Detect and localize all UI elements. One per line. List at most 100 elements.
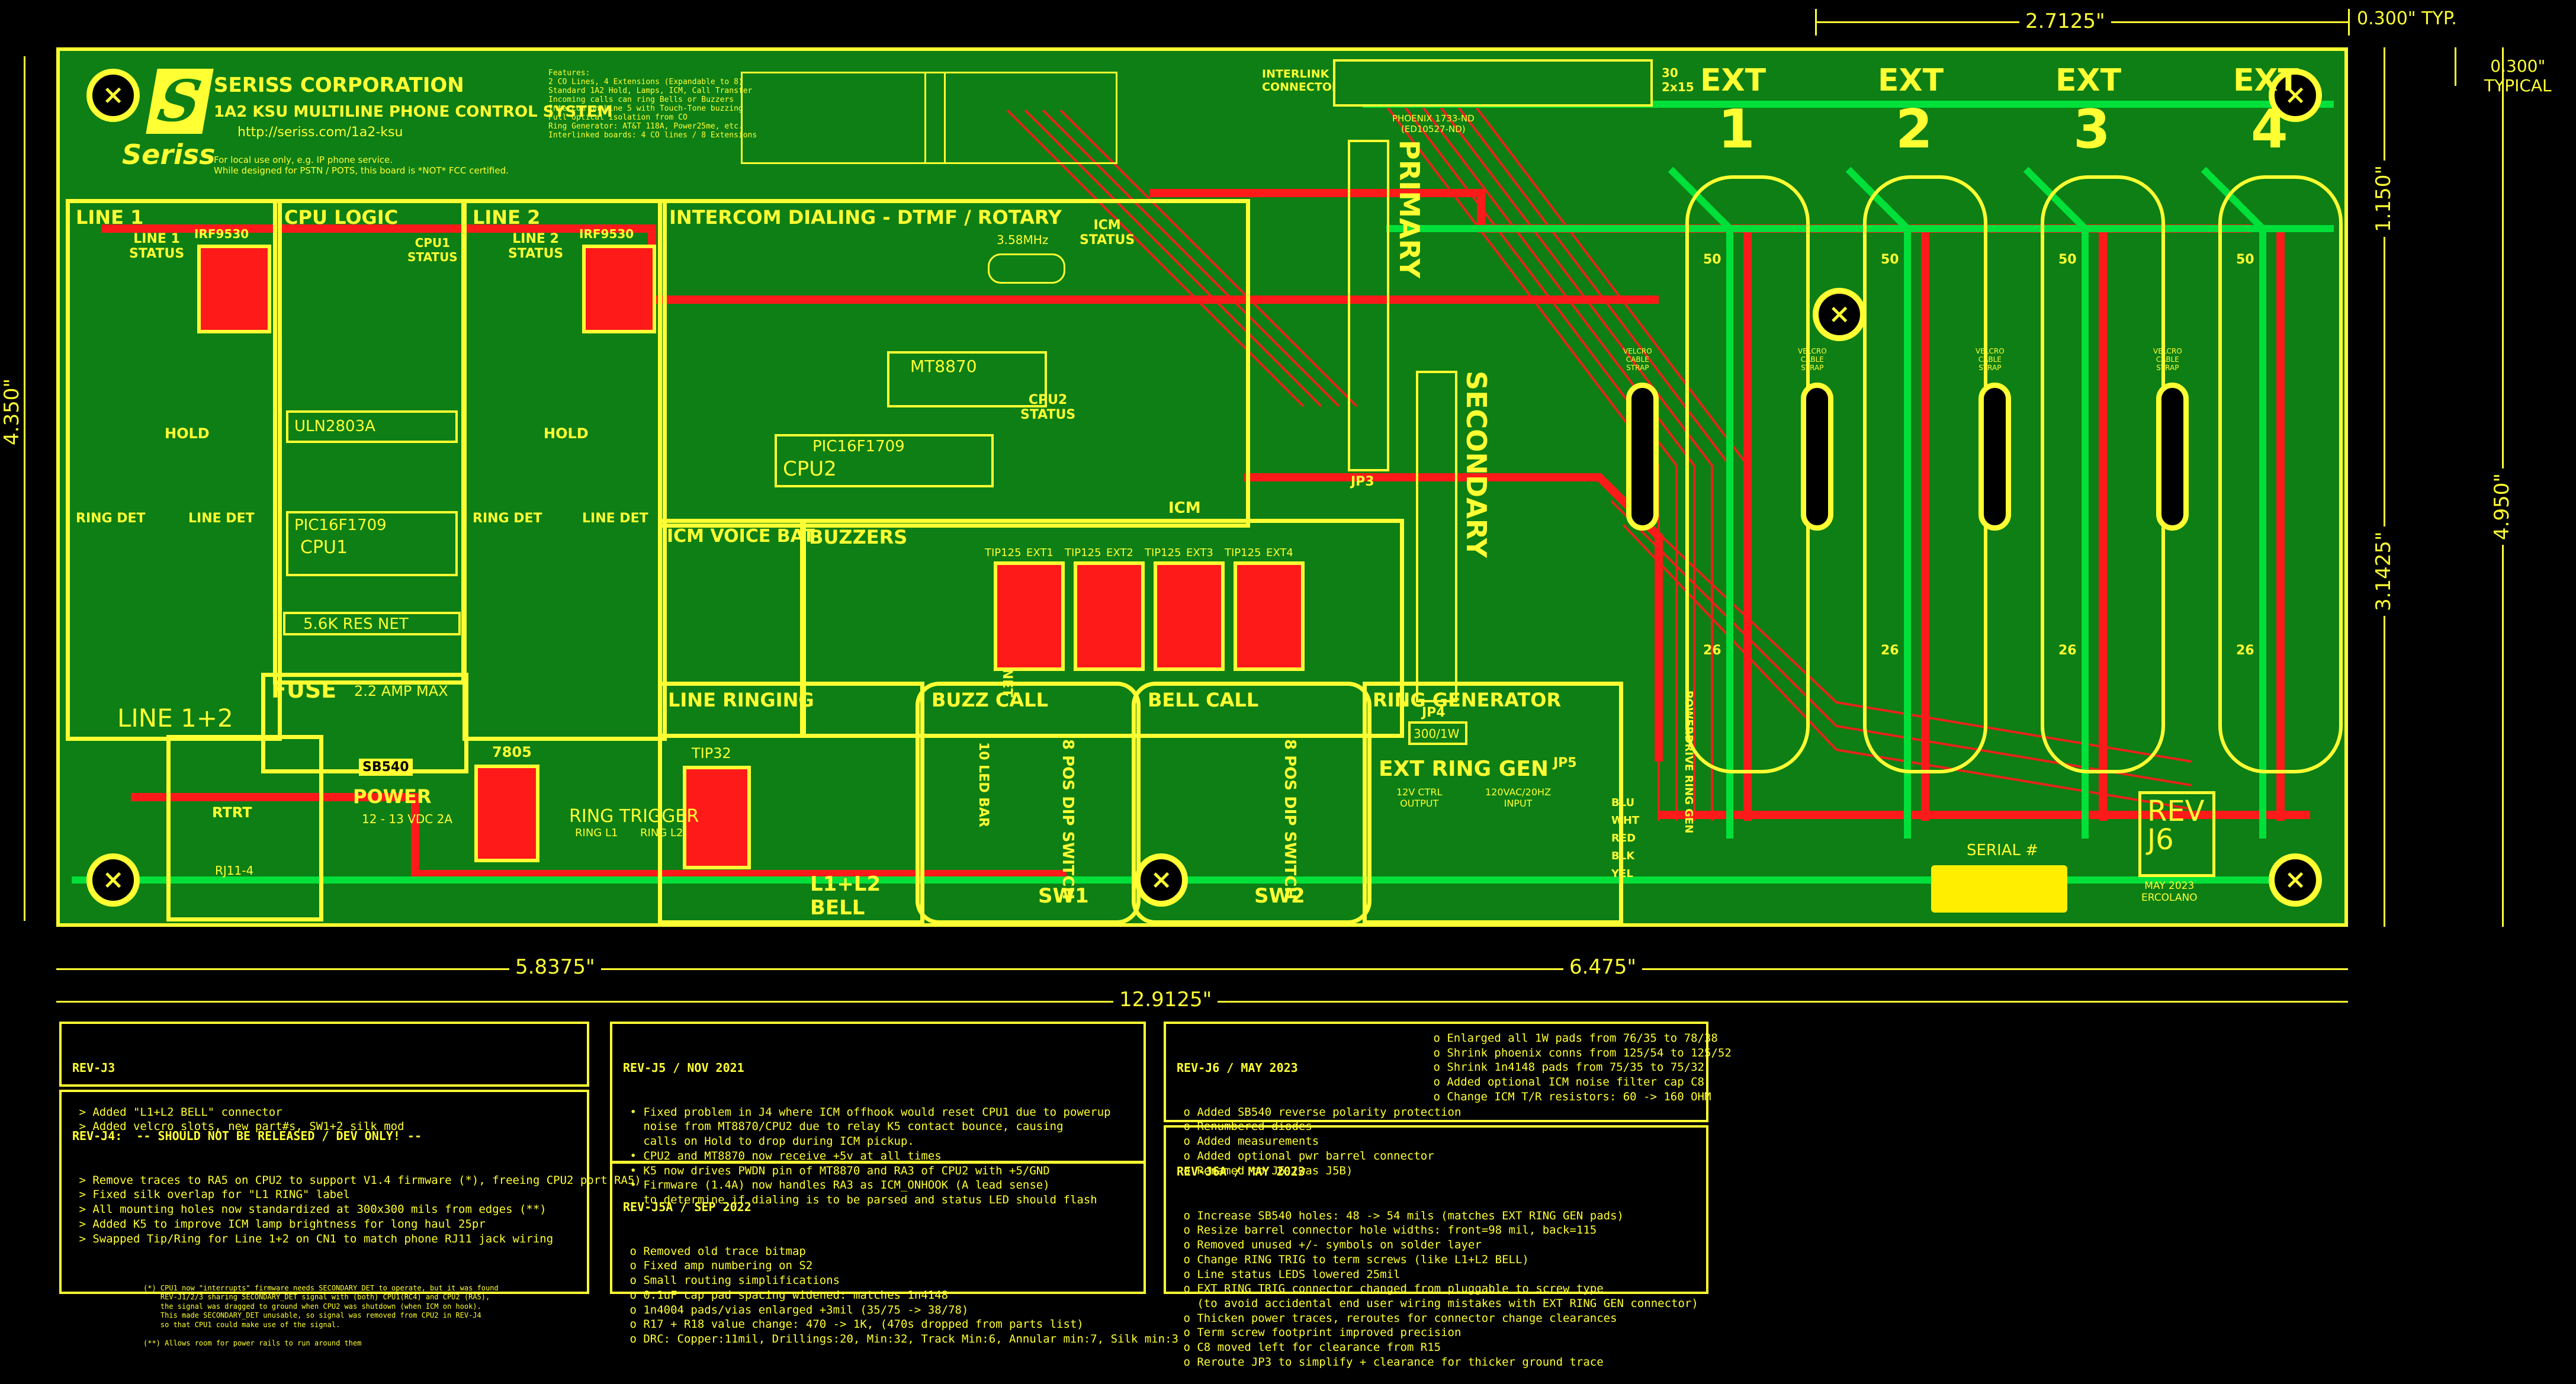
seriss-logo: S	[146, 68, 214, 134]
dip-switch-1-label: 8 POS DIP SWITCH	[1059, 739, 1077, 900]
rev-j6-body-right: o Enlarged all 1W pads from 76/35 to 78/…	[1433, 1032, 1732, 1103]
rev-j6a-note: REV-J6A / MAY 2023 o Increase SB540 hole…	[1164, 1125, 1708, 1369]
ring-l1-label: RING L1	[575, 827, 618, 839]
primary-label: PRIMARY	[1393, 140, 1425, 278]
tip125-4-label: TIP125	[1225, 547, 1261, 559]
line2-hold-label: HOLD	[544, 425, 589, 442]
line2-title: LINE 2	[473, 206, 541, 229]
rev-j6-body: o Added SB540 reverse polarity protectio…	[1183, 1105, 1462, 1177]
mounting-hole-mid-right	[1813, 288, 1866, 341]
rev-label: REV J6	[2147, 795, 2205, 856]
rev-j6-note: REV-J6 / MAY 2023 o Added SB540 reverse …	[1164, 1022, 1732, 1177]
ext1-pin26: 26	[1703, 643, 1721, 658]
rev-j6-title: REV-J6 / MAY 2023	[1177, 1061, 1298, 1075]
rev-j5-body: • Fixed problem in J4 where ICM offhook …	[629, 1105, 1111, 1206]
res-net-5k6: 5.6K RES NET	[283, 612, 461, 635]
line2-line-det-label: LINE DET	[582, 511, 648, 526]
powerdrive-label: POWERDRIVE RING GEN	[1682, 691, 1695, 834]
tip125-transistor-1	[994, 561, 1065, 671]
tip125-transistor-2	[1074, 561, 1145, 671]
dim-top-tick-left	[1815, 9, 1817, 36]
tip125-2-label: TIP125	[1065, 547, 1101, 559]
sw2-label: SW2	[1254, 884, 1305, 908]
uln2803a-label: ULN2803A	[294, 418, 375, 435]
line1-title: LINE 1	[76, 206, 144, 229]
cpu2-pin-table	[924, 72, 1117, 164]
dim-bottom-right-line	[1146, 968, 2348, 970]
jp5-wire-colors: BLU WHT RED BLK YEL	[1611, 794, 1639, 883]
power-spec: 12 - 13 VDC 2A	[362, 812, 452, 826]
icm-voice-bat-title: ICM VOICE BAT	[667, 526, 815, 547]
jp5-label: JP5	[1553, 756, 1577, 770]
line-ringing-section: LINE RINGING TIP32 L1+L2 BELL	[658, 682, 924, 923]
dim-right-31425: 3.1425"	[2372, 526, 2395, 616]
rev-j3-note: REV-J3 > Added "L1+L2 BELL" connector > …	[59, 1022, 589, 1133]
pic2-label: PIC16F1709	[812, 438, 905, 455]
tip125-1-label: TIP125	[985, 547, 1022, 559]
serial-number-block	[1931, 865, 2067, 913]
rev-date: MAY 2023 ERCOLANO	[2141, 880, 2198, 904]
irf9530-1	[197, 245, 271, 333]
company-name: SERISS CORPORATION	[214, 73, 464, 97]
cpu1-pin-table	[741, 72, 946, 164]
ext3-pin50: 50	[2058, 252, 2077, 267]
interlink-connector	[1333, 59, 1653, 107]
rev-j6a-body: o Increase SB540 holes: 48 -> 54 mils (m…	[1183, 1209, 1698, 1369]
dim-typical-line	[2455, 47, 2456, 86]
velcro-slot-2	[1801, 383, 1833, 531]
line2-status-label: LINE 2 STATUS	[508, 232, 564, 261]
ext2-pin50: 50	[1881, 252, 1899, 267]
pic1-label: PIC16F1709	[294, 516, 387, 534]
wire-blu: BLU	[1611, 797, 1635, 809]
ext-outputs-label: 12V CTRL OUTPUT	[1396, 786, 1443, 809]
tip32-label: TIP32	[692, 745, 731, 762]
dim-total: 12.9125"	[1113, 988, 1218, 1011]
buzzers-title: BUZZERS	[809, 526, 908, 548]
ring-trigger-title: RING TRIGGER	[569, 806, 699, 827]
interlink-part: PHOENIX 1733-ND (ED10527-ND)	[1392, 113, 1475, 134]
line1-ring-det-label: RING DET	[76, 511, 146, 526]
rev-j3-body: > Added "L1+L2 BELL" connector > Added v…	[79, 1105, 404, 1133]
features-list: Features: 2 CO Lines, 4 Extensions (Expa…	[548, 69, 757, 140]
line-ringing-title: LINE RINGING	[668, 689, 814, 711]
dim-bottom-right: 6.475"	[1563, 955, 1642, 979]
rev-j3-title: REV-J3	[72, 1061, 115, 1075]
rj11-label: RJ11-4	[215, 863, 254, 878]
interlink-count: 30 2x15	[1662, 66, 1694, 94]
uln2803a-chip: ULN2803A	[286, 410, 458, 443]
ext-ring-gen-title: EXT RING GEN	[1379, 757, 1549, 781]
line12-title: LINE 1+2	[117, 704, 233, 733]
wire-wht: WHT	[1611, 814, 1640, 827]
line2-ring-det-label: RING DET	[473, 511, 542, 526]
mounting-hole-bottom-right	[2269, 853, 2322, 907]
rev-j4-title: REV-J4: -- SHOULD NOT BE RELEASED / DEV …	[72, 1129, 422, 1144]
ext3-number: 3	[2073, 98, 2111, 160]
res-net-label: 5.6K RES NET	[303, 615, 409, 633]
bell-call-title: BELL CALL	[1148, 689, 1259, 711]
ext1-tip-label: EXT1	[1026, 547, 1053, 559]
secondary-label: SECONDARY	[1460, 371, 1492, 558]
ext-inputs-label: 120VAC/20HZ INPUT	[1485, 786, 1552, 809]
ext4-pin26: 26	[2236, 643, 2254, 658]
ext3-label: EXT	[2055, 63, 2122, 98]
tip32-transistor	[683, 766, 751, 869]
led-bar-label: 10 LED BAR	[976, 742, 991, 827]
velcro-label-1: VELCRO CABLE STRAP	[1623, 347, 1652, 372]
icm-status-label: ICM STATUS	[1080, 218, 1135, 248]
buzz-call-title: BUZZ CALL	[932, 689, 1048, 711]
ring-generator-section: RING GENERATOR 300/1W EXT RING GEN 12V C…	[1363, 682, 1623, 923]
cpu2-label: CPU2	[783, 457, 837, 481]
ext1-pin50: 50	[1703, 252, 1721, 267]
mounting-hole-top-right	[2269, 69, 2322, 122]
serial-label: SERIAL #	[1967, 842, 2038, 859]
wire-yel: YEL	[1611, 868, 1633, 880]
cpu1-chip: PIC16F1709 CPU1	[286, 511, 458, 576]
wire-red: RED	[1611, 832, 1636, 844]
system-title: 1A2 KSU MULTILINE PHONE CONTROL SYSTEM	[214, 103, 613, 121]
rev-j5a-note: REV-J5A / SEP 2022 o Removed old trace b…	[610, 1161, 1178, 1346]
tip125-transistor-4	[1234, 561, 1305, 671]
dim-left-height: 4.350"	[0, 374, 24, 450]
mounting-hole-top-left	[86, 69, 140, 122]
ext3-pin26: 26	[2058, 643, 2077, 658]
mounting-hole-bottom-left	[86, 853, 140, 907]
